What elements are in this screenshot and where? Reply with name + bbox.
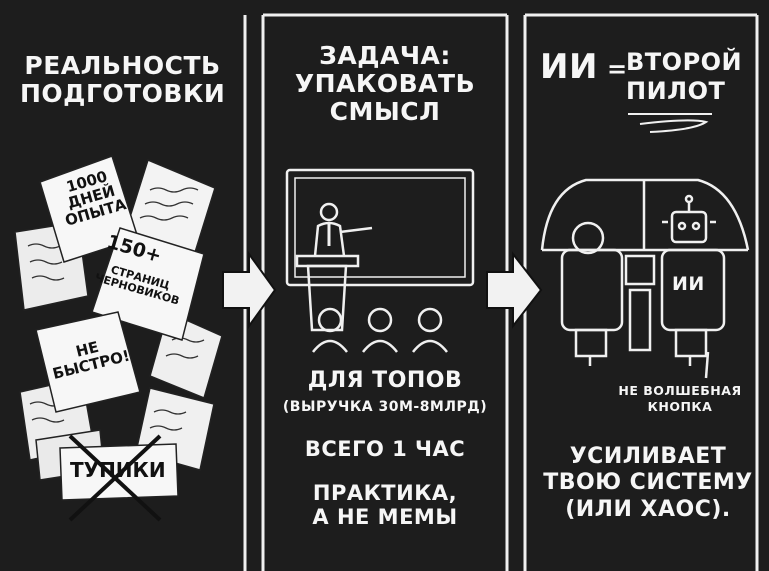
ai-seat-label: ИИ	[672, 273, 705, 295]
pilot-head	[571, 221, 605, 255]
cross-out-icon	[68, 434, 162, 522]
panel-3-title-equals: =	[607, 55, 628, 83]
cockpit-scene	[540, 178, 750, 379]
audience	[312, 307, 448, 353]
paper-not-fast	[35, 311, 141, 413]
paper-drafts	[91, 227, 205, 341]
podium	[306, 264, 348, 332]
speaker-arm	[339, 226, 373, 234]
revenue-label: (ВЫРУЧКА 30М-8МЛРД)	[282, 399, 488, 415]
presentation-scene	[285, 168, 475, 353]
robot-head	[670, 210, 708, 244]
arrow-right-icon	[486, 251, 543, 329]
duration-label: ВСЕГО 1 ЧАС	[304, 437, 466, 461]
arrow-right-icon	[222, 250, 277, 330]
panel-3-title-copilot: ВТОРОЙ ПИЛОТ	[626, 48, 743, 106]
panel-3-title-ai: ИИ	[540, 47, 598, 87]
panel-1-title: РЕАЛЬНОСТЬ ПОДГОТОВКИ	[20, 51, 226, 108]
paper-dead-ends-label: ТУПИКИ	[70, 458, 166, 482]
amplifies-label: УСИЛИВАЕТ ТВОЮ СИСТЕМУ (ИЛИ ХАОС).	[543, 444, 753, 522]
speaker-body	[313, 221, 346, 257]
windshield	[540, 178, 750, 251]
audience-label: ДЛЯ ТОПОВ	[307, 368, 463, 393]
not-magic-button-label: НЕ ВОЛШЕБНАЯ КНОПКА	[618, 383, 742, 415]
pilot-seat	[560, 248, 624, 332]
papers-pile	[14, 155, 223, 501]
panel-2-title: ЗАДАЧА: УПАКОВАТЬ СМЫСЛ	[294, 41, 476, 126]
screen-board	[285, 168, 475, 287]
practice-label: ПРАКТИКА, А НЕ МЕМЫ	[312, 481, 458, 529]
speaker-head	[319, 202, 339, 222]
underline-swoosh	[628, 113, 712, 133]
